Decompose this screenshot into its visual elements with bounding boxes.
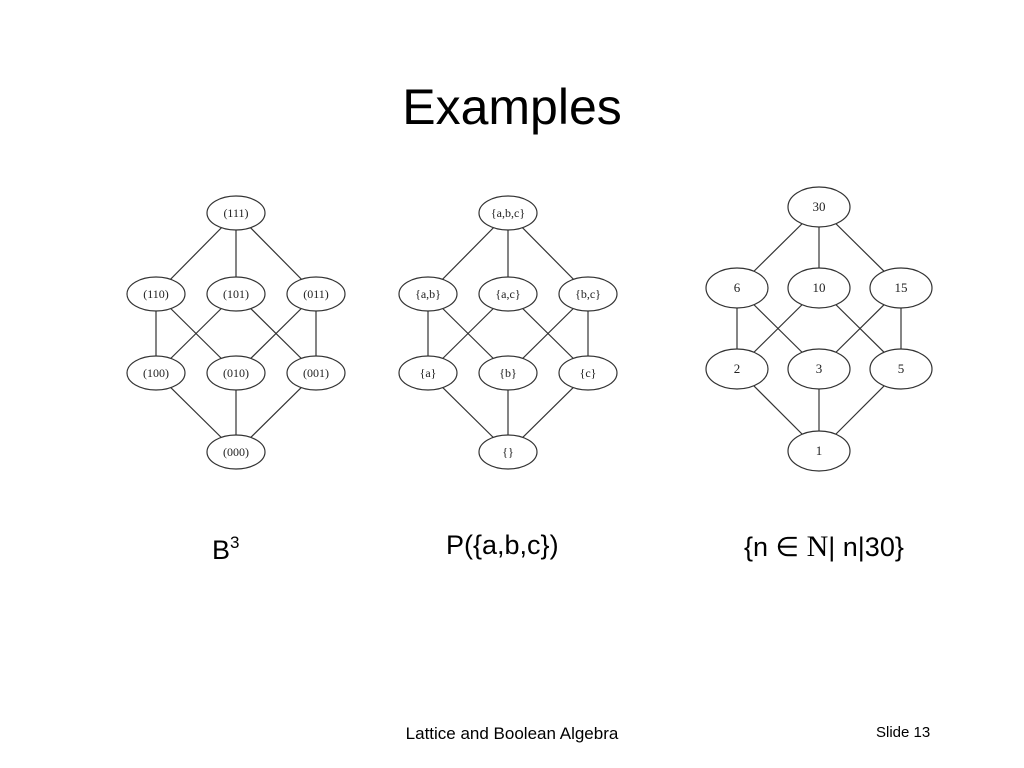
slide-number: Slide 13 xyxy=(876,724,931,741)
hasse-node-ellipse xyxy=(869,348,933,390)
hasse-node-ellipse xyxy=(705,348,769,390)
footer-title: Lattice and Boolean Algebra xyxy=(405,724,619,743)
hasse-node-label: {b,c} xyxy=(575,287,601,301)
hasse-node: 1 xyxy=(787,430,851,472)
hasse-node: {a} xyxy=(398,355,458,391)
hasse-node: (000) xyxy=(206,434,266,470)
hasse-node-label: (011) xyxy=(303,287,329,301)
hasse-node: 3 xyxy=(787,348,851,390)
hasse-node-ellipse xyxy=(286,355,346,391)
hasse-node: {} xyxy=(478,434,538,470)
hasse-node-ellipse xyxy=(206,355,266,391)
hasse-node: 5 xyxy=(869,348,933,390)
hasse-node: (110) xyxy=(126,276,186,312)
hasse-node-label: {} xyxy=(502,445,514,459)
hasse-node: (010) xyxy=(206,355,266,391)
hasse-node-ellipse xyxy=(126,276,186,312)
hasse-diagram-3: 30 6 10 15 2 3 5 1 xyxy=(705,186,933,472)
hasse-node-label: 5 xyxy=(898,361,905,376)
hasse-node-ellipse xyxy=(787,267,851,309)
caption-divisors-of-30: {n ∈ N| n|30} xyxy=(744,530,904,564)
hasse-node-label: {a,b,c} xyxy=(491,206,525,220)
caption-divisors-suffix: | n|30} xyxy=(828,532,904,562)
natural-numbers-symbol: N xyxy=(806,530,829,563)
hasse-node-ellipse xyxy=(705,267,769,309)
hasse-node-label: {a,c} xyxy=(495,287,520,301)
hasse-node-label: 6 xyxy=(734,280,741,295)
hasse-node-label: 1 xyxy=(816,443,823,458)
hasse-node-ellipse xyxy=(869,267,933,309)
hasse-node-label: (101) xyxy=(223,287,249,301)
hasse-node: 2 xyxy=(705,348,769,390)
slide-title: Examples xyxy=(402,79,622,135)
hasse-node-label: (100) xyxy=(143,366,169,380)
hasse-node-ellipse xyxy=(398,355,458,391)
hasse-node: 6 xyxy=(705,267,769,309)
hasse-node: {b} xyxy=(478,355,538,391)
element-of-symbol: ∈ xyxy=(775,532,800,562)
hasse-node-label: (000) xyxy=(223,445,249,459)
hasse-node-ellipse xyxy=(286,276,346,312)
hasse-node-ellipse xyxy=(478,276,538,312)
hasse-node-ellipse xyxy=(558,276,618,312)
caption-divisors-prefix: {n xyxy=(744,532,776,562)
caption-b3: B3 xyxy=(212,533,240,566)
caption-b3-exponent: 3 xyxy=(230,533,240,552)
hasse-node-ellipse xyxy=(126,355,186,391)
caption-b3-base: B xyxy=(212,535,231,565)
hasse-node-label: 3 xyxy=(816,361,823,376)
hasse-node: (100) xyxy=(126,355,186,391)
hasse-node-label: 15 xyxy=(895,280,908,295)
hasse-node: {a,c} xyxy=(478,276,538,312)
hasse-node-label: 30 xyxy=(813,199,826,214)
hasse-node-label: {a,b} xyxy=(415,287,441,301)
hasse-node: {b,c} xyxy=(558,276,618,312)
hasse-node-label: (111) xyxy=(223,206,248,220)
hasse-node: (011) xyxy=(286,276,346,312)
hasse-node-ellipse xyxy=(478,434,538,470)
hasse-node-label: {c} xyxy=(580,366,597,380)
hasse-node-ellipse xyxy=(206,434,266,470)
hasse-node-ellipse xyxy=(206,195,266,231)
hasse-node-label: 2 xyxy=(734,361,741,376)
hasse-node-label: (110) xyxy=(143,287,169,301)
caption-powerset: P({a,b,c}) xyxy=(446,530,559,560)
hasse-node-label: {a} xyxy=(420,366,437,380)
hasse-node-ellipse xyxy=(478,195,538,231)
hasse-node: 15 xyxy=(869,267,933,309)
hasse-node-ellipse xyxy=(558,355,618,391)
hasse-node: (001) xyxy=(286,355,346,391)
hasse-node: {a,b,c} xyxy=(478,195,538,231)
hasse-diagram-2: {a,b,c} {a,b} {a,c} {b,c} {a} {b} {c} {} xyxy=(398,195,618,470)
hasse-node-ellipse xyxy=(787,348,851,390)
hasse-node: 10 xyxy=(787,267,851,309)
hasse-node: {c} xyxy=(558,355,618,391)
hasse-node-label: (001) xyxy=(303,366,329,380)
hasse-node: (101) xyxy=(206,276,266,312)
hasse-node: (111) xyxy=(206,195,266,231)
hasse-node: 30 xyxy=(787,186,851,228)
hasse-node-label: 10 xyxy=(813,280,826,295)
hasse-node: {a,b} xyxy=(398,276,458,312)
hasse-node-ellipse xyxy=(478,355,538,391)
hasse-node-ellipse xyxy=(787,186,851,228)
hasse-node-ellipse xyxy=(398,276,458,312)
hasse-node-ellipse xyxy=(787,430,851,472)
hasse-node-label: (010) xyxy=(223,366,249,380)
hasse-diagram-1: (111) (110) (101) (011) (100) (010) (001) (000) xyxy=(126,195,346,470)
hasse-node-ellipse xyxy=(206,276,266,312)
hasse-node-label: {b} xyxy=(499,366,517,380)
